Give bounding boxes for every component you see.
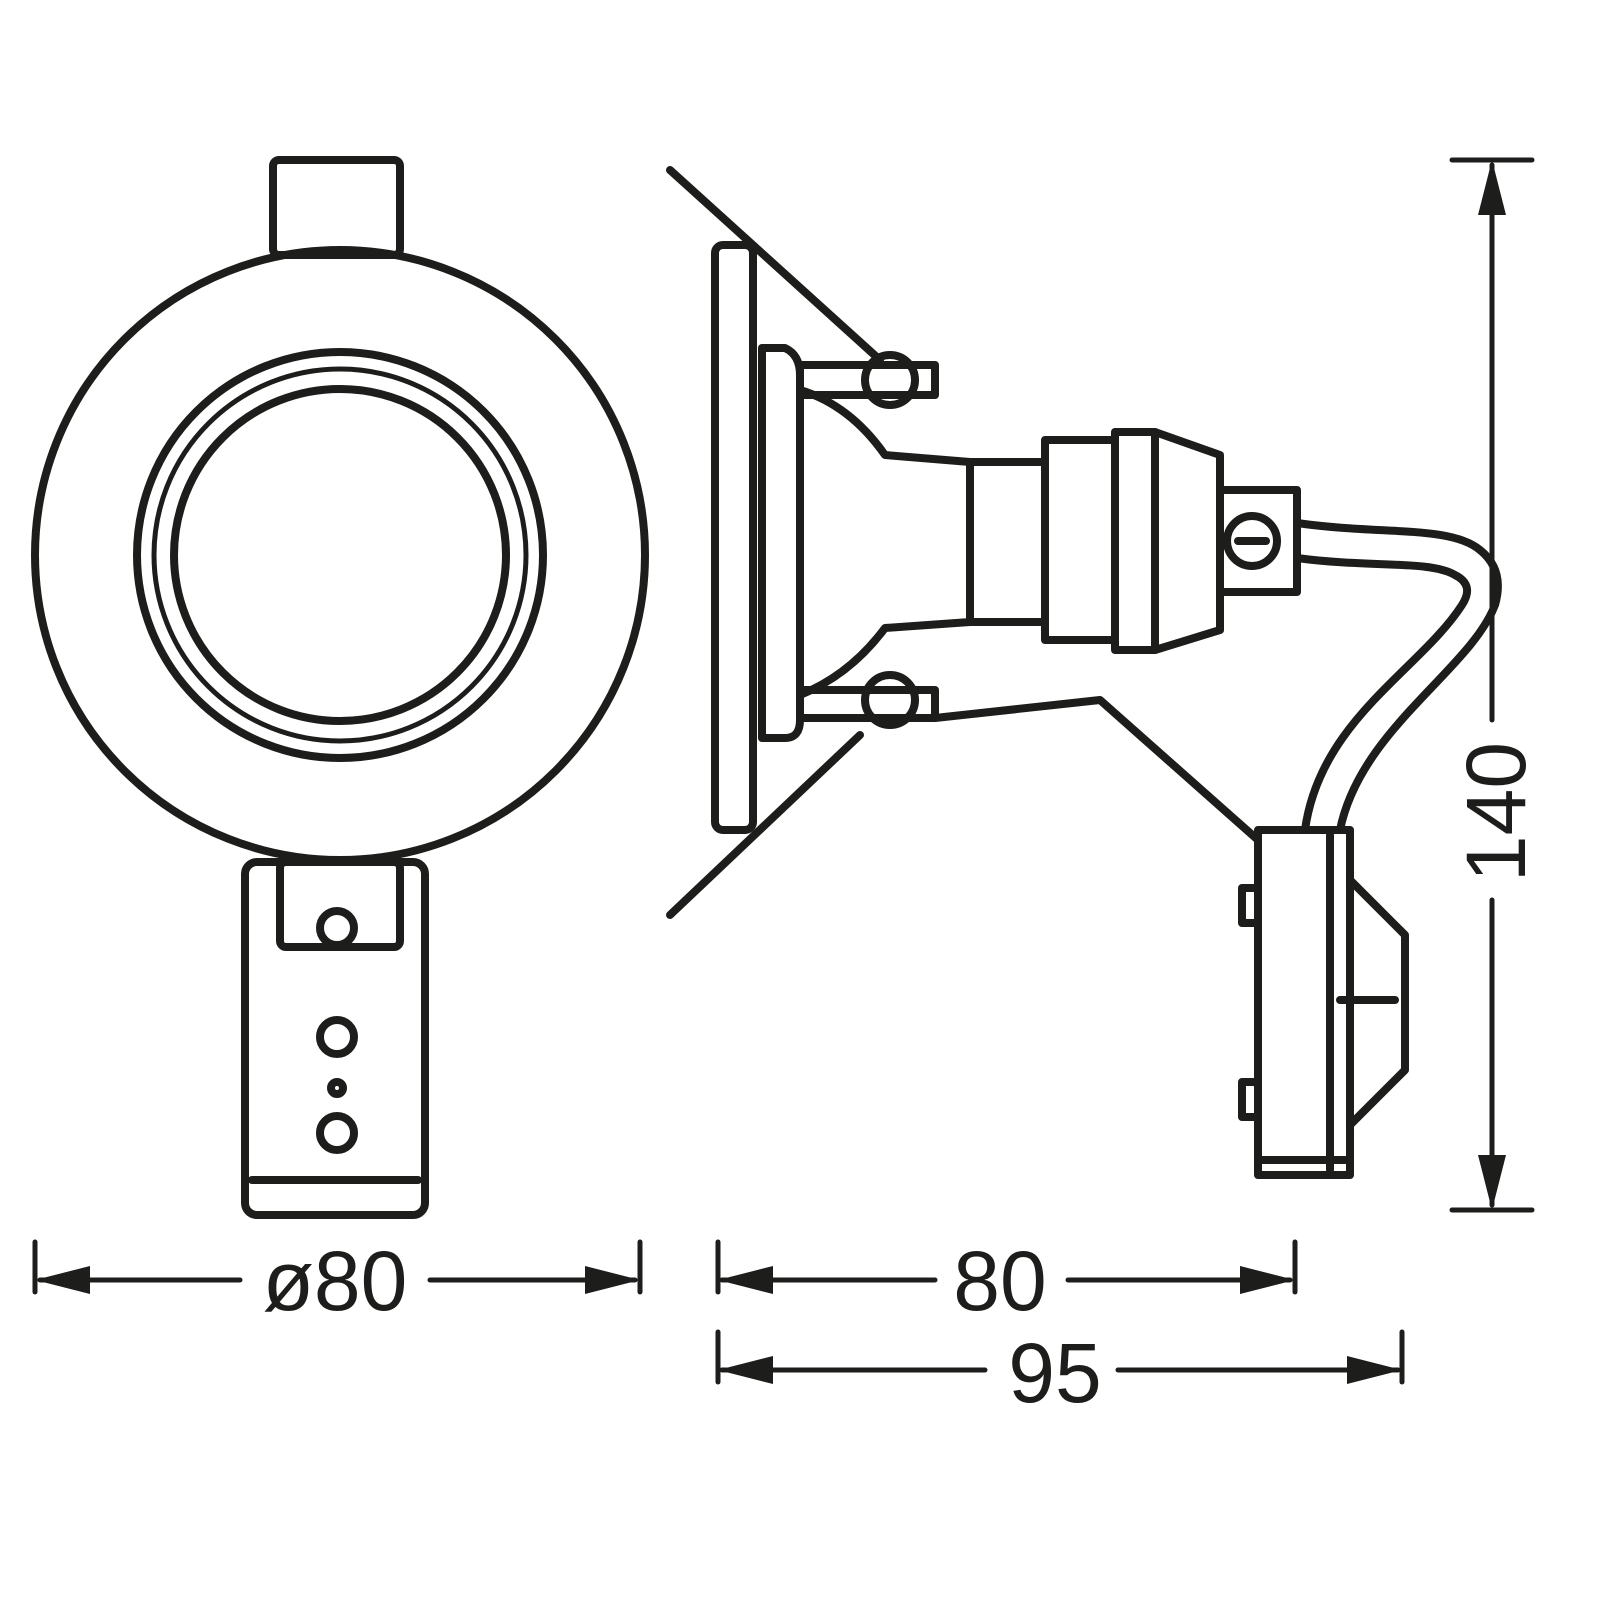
cable-inner xyxy=(1293,554,1472,834)
driver-cable-line xyxy=(931,696,1262,844)
screw-hole xyxy=(316,907,358,949)
terminal-block xyxy=(1216,486,1301,596)
mount-hole-top xyxy=(316,1016,358,1058)
housing-cone xyxy=(796,386,974,699)
driver-box xyxy=(1254,826,1354,1179)
socket-neck xyxy=(966,458,1049,626)
arrow-right-icon xyxy=(585,1266,640,1294)
side-view xyxy=(666,166,1502,1179)
socket-ring xyxy=(1111,428,1159,654)
hinge-pivot-bottom xyxy=(861,671,919,729)
mount-hole-small xyxy=(327,1078,347,1098)
socket-taper xyxy=(1151,428,1224,654)
top-tab xyxy=(269,156,404,259)
arrow-up-icon xyxy=(1478,160,1506,215)
inner-ring xyxy=(133,348,547,762)
depth-label: 80 xyxy=(953,1234,1046,1328)
hinge-pivot-top xyxy=(861,351,919,409)
mount-hole-bottom xyxy=(316,1112,358,1154)
arrow-down-icon xyxy=(1478,1155,1506,1210)
dimension-overall-depth xyxy=(715,1329,1405,1385)
spring-clip-top xyxy=(666,166,884,364)
spring-clip-bottom xyxy=(666,731,864,919)
inner-ring-groove xyxy=(151,366,529,744)
arrow-right-icon xyxy=(1240,1266,1295,1294)
flange xyxy=(711,241,757,834)
arrow-right-icon xyxy=(1347,1356,1402,1384)
dimension-diameter xyxy=(32,1239,643,1295)
dimension-height xyxy=(1449,157,1535,1213)
dimension-depth xyxy=(715,1239,1298,1295)
driver-cover xyxy=(1346,876,1409,1129)
cable-outer xyxy=(1293,519,1502,834)
arrow-left-icon xyxy=(718,1356,773,1384)
height-label: 140 xyxy=(1449,742,1543,882)
lens-opening xyxy=(170,385,510,725)
terminal-screw xyxy=(1223,512,1281,570)
socket-body xyxy=(1041,436,1119,644)
arrow-left-icon xyxy=(718,1266,773,1294)
outer-bezel xyxy=(31,246,649,864)
overall-depth-label: 95 xyxy=(1008,1326,1101,1420)
diameter-label: ø80 xyxy=(263,1234,408,1328)
clip-plate xyxy=(276,858,404,951)
arrow-left-icon xyxy=(35,1266,90,1294)
reflector xyxy=(758,344,804,742)
front-view xyxy=(31,156,649,1219)
driver-tab-top xyxy=(1238,884,1262,927)
driver-tab-bottom xyxy=(1238,1078,1262,1121)
